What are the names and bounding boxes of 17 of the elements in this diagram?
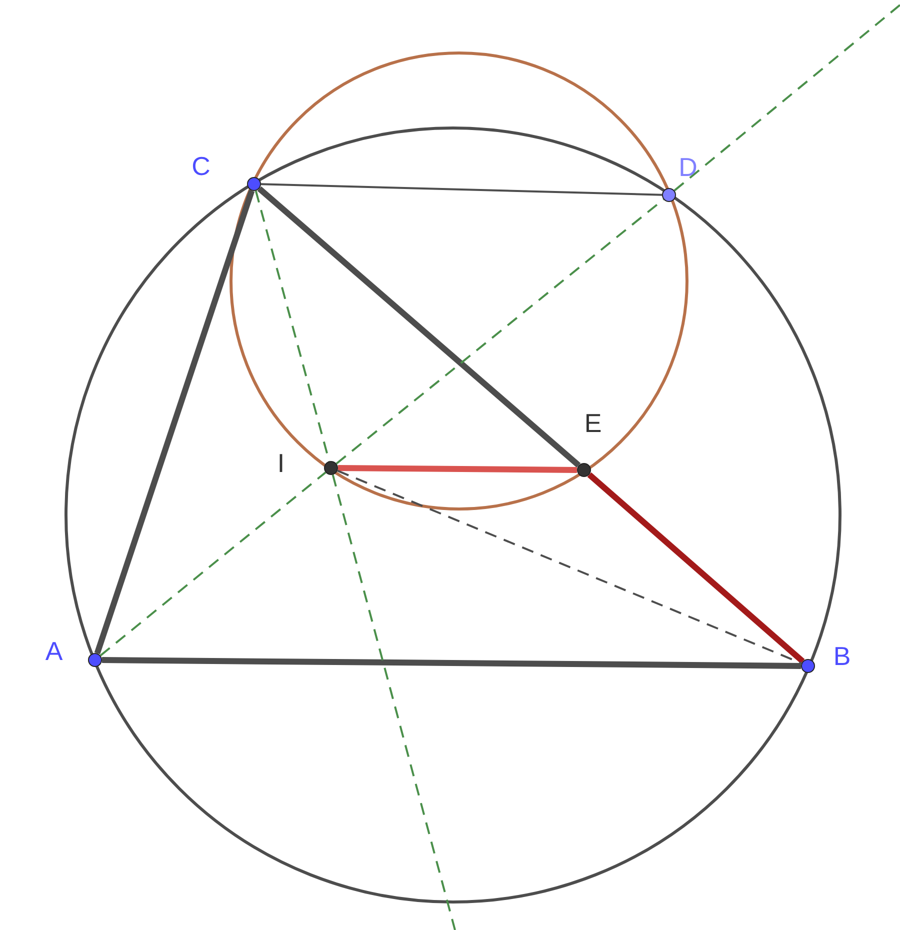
dashed-line	[337, 470, 802, 664]
segment	[587, 472, 805, 664]
dashed-line	[332, 474, 456, 930]
point-label: A	[45, 636, 63, 666]
dashed-line	[336, 198, 664, 464]
dashed-line	[100, 472, 326, 656]
point-label: C	[192, 151, 210, 181]
segment	[338, 465, 578, 473]
segment	[260, 183, 662, 196]
segment	[257, 186, 581, 468]
point-label: I	[277, 448, 285, 478]
point-label: B	[833, 641, 851, 671]
dashed-line	[674, 4, 900, 192]
point-label: D	[678, 152, 698, 182]
segment	[94, 190, 255, 654]
segment	[102, 657, 802, 669]
point-label: E	[584, 408, 602, 438]
